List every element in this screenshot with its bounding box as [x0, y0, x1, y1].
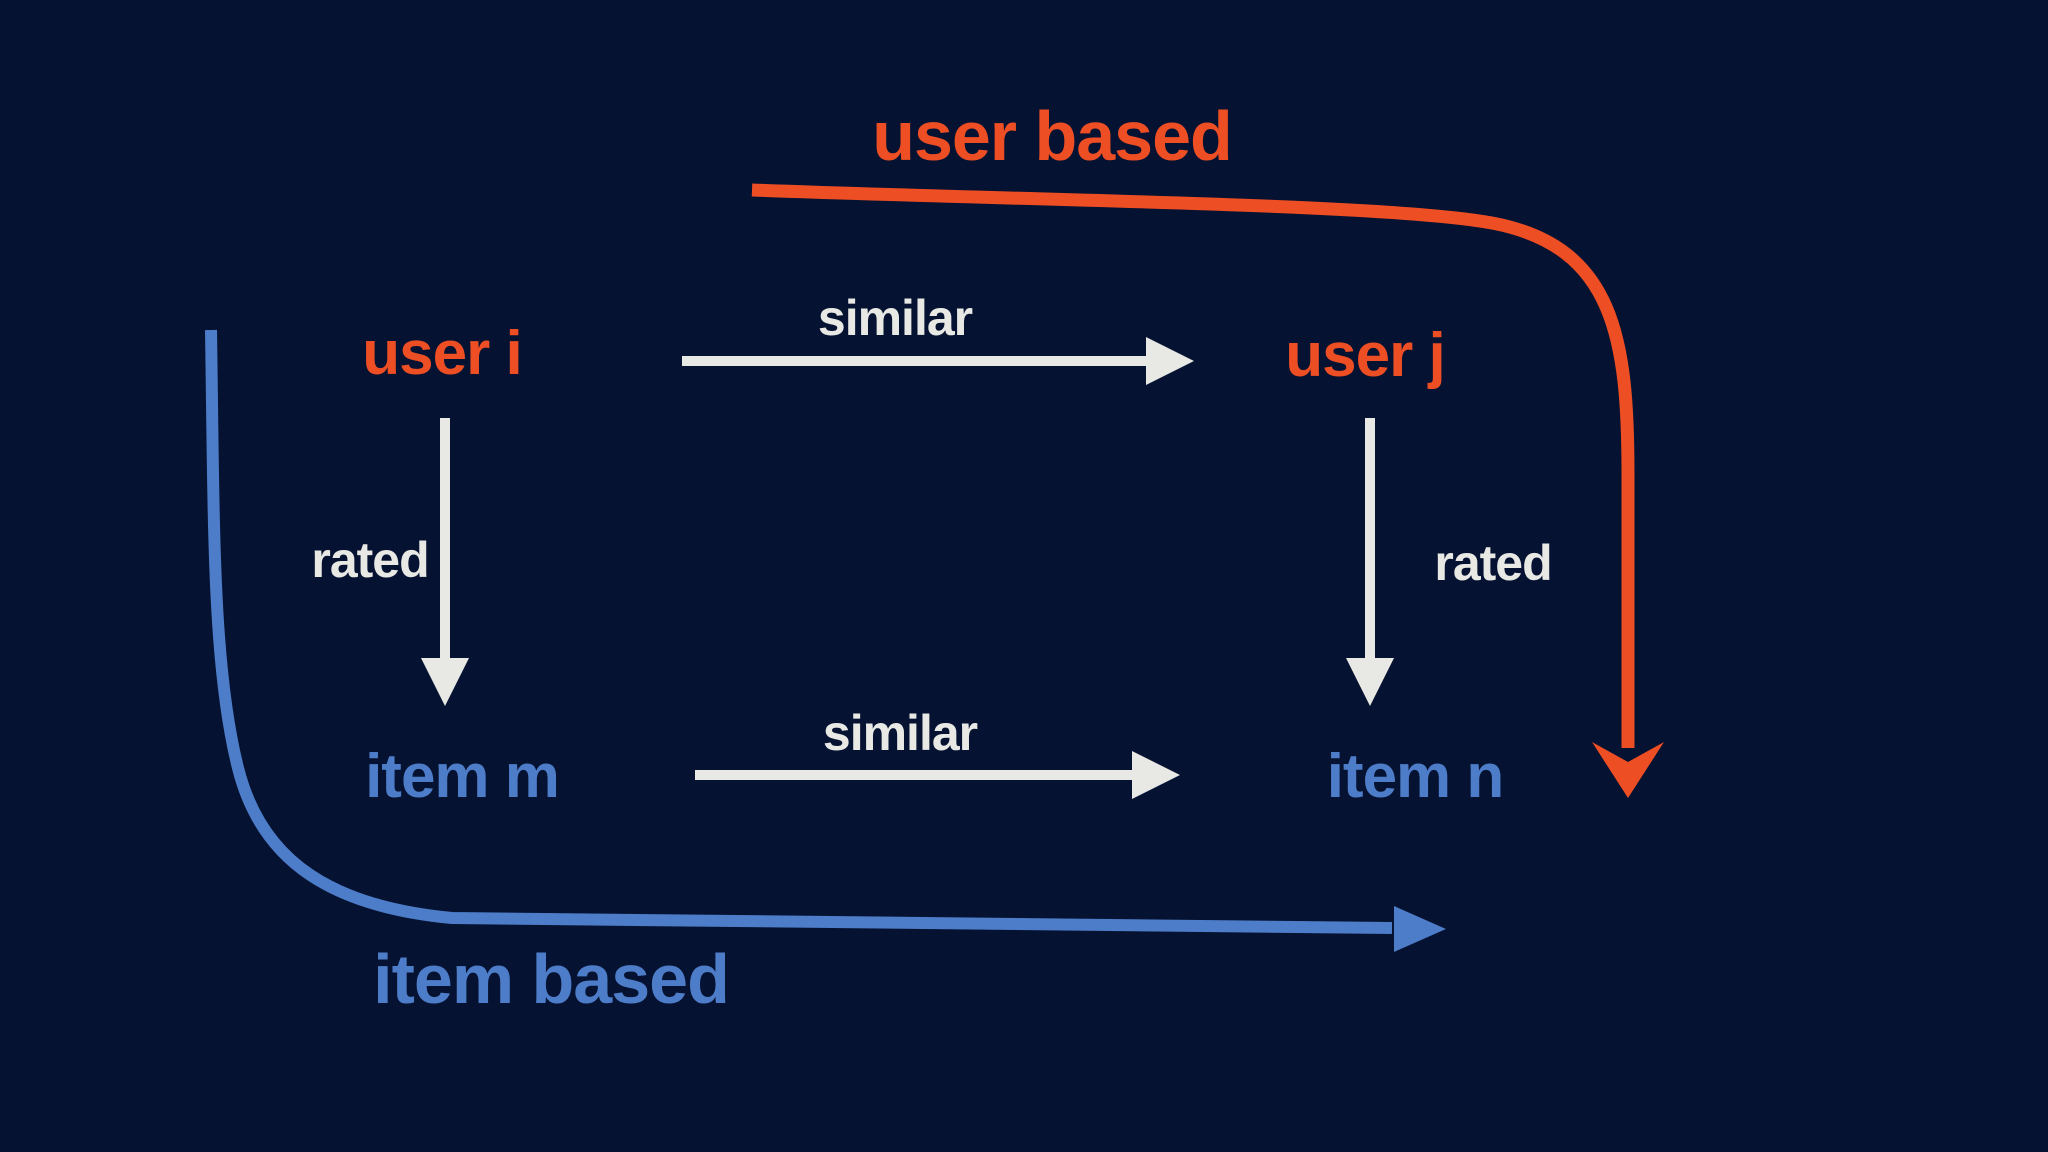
rated-right-label: rated — [1434, 535, 1551, 591]
item-based-curve-arrow — [205, 329, 1446, 952]
similar-users-arrowhead-icon — [1146, 337, 1194, 385]
rated-right-arrowhead-icon — [1346, 658, 1394, 706]
node-user-j: user j — [1285, 321, 1444, 390]
node-item-n: item n — [1327, 742, 1504, 811]
node-user-i: user i — [362, 319, 521, 388]
item-based-title: item based — [373, 940, 729, 1018]
similar-users-arrow — [682, 337, 1194, 385]
rated-right-arrow — [1346, 418, 1394, 706]
similar-items-arrow — [695, 751, 1180, 799]
rated-left-arrow — [421, 418, 469, 706]
user-based-title: user based — [872, 97, 1232, 175]
item-based-curve-line — [205, 329, 1393, 934]
rated-left-label: rated — [311, 532, 428, 588]
node-item-m: item m — [365, 742, 559, 811]
user-based-arrowhead-icon — [1592, 742, 1664, 798]
user-based-curve-arrow — [751, 183, 1664, 798]
rated-left-arrowhead-icon — [421, 658, 469, 706]
similar-items-label: similar — [823, 705, 978, 761]
item-based-arrowhead-icon — [1394, 906, 1446, 952]
similar-users-label: similar — [818, 290, 973, 346]
similar-items-arrowhead-icon — [1132, 751, 1180, 799]
user-based-curve-line — [751, 183, 1635, 748]
